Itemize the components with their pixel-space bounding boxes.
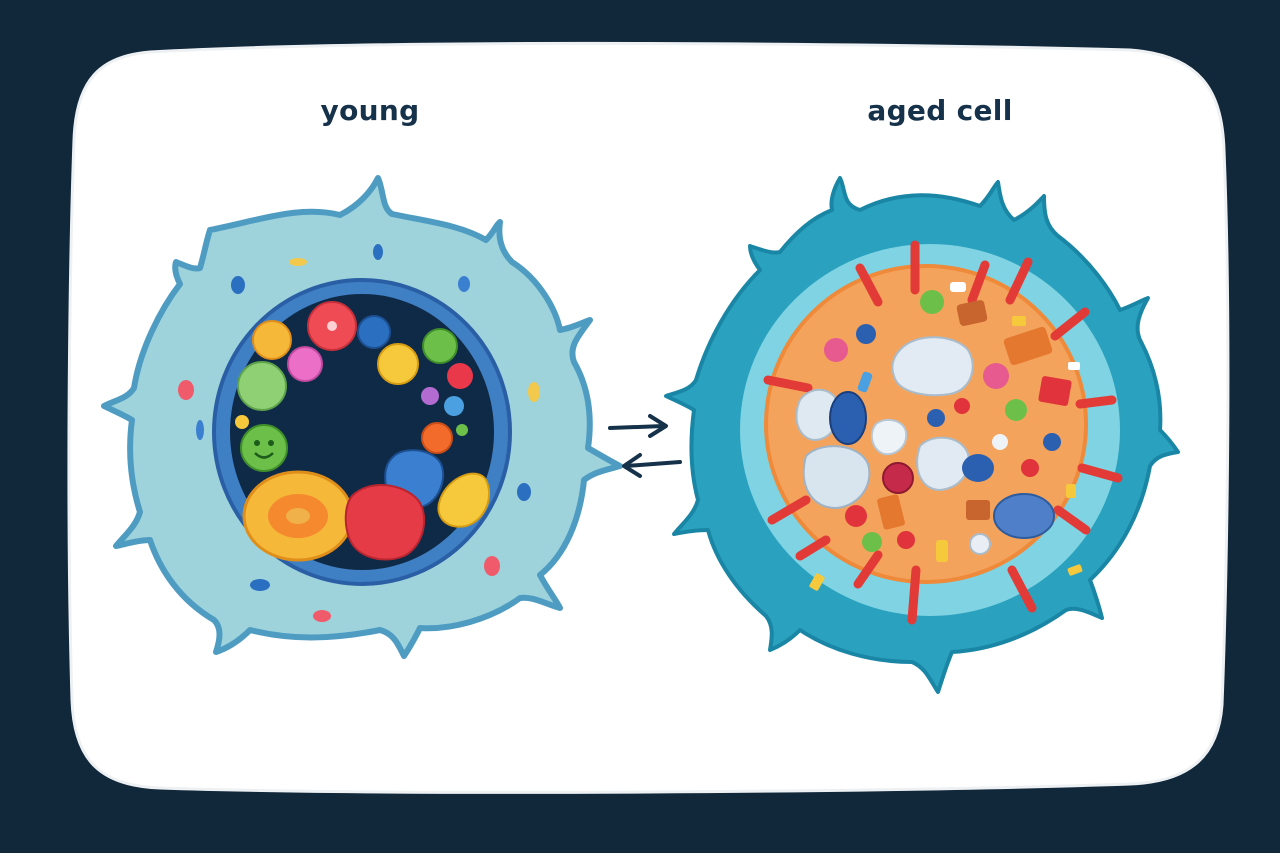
vesicle: [528, 382, 540, 402]
organelle: [252, 320, 292, 360]
organelle: [286, 508, 310, 524]
organelle: [456, 424, 468, 436]
vesicle: [178, 380, 194, 400]
arrow-left-icon: [622, 453, 682, 478]
organelle: [444, 396, 464, 416]
vesicle: [517, 483, 531, 501]
organelle: [344, 484, 426, 561]
organelle: [437, 472, 491, 528]
smile-eye: [254, 440, 260, 446]
debris: [802, 445, 871, 510]
debris: [962, 454, 994, 482]
young-cell: [101, 175, 623, 659]
debris: [1067, 564, 1083, 576]
organelle: [421, 422, 453, 454]
organelle: [327, 321, 337, 331]
debris: [882, 462, 914, 494]
debris: [1038, 376, 1072, 406]
debris: [966, 500, 990, 520]
organelle: [422, 328, 458, 364]
vesicle: [250, 579, 270, 591]
debris: [1012, 316, 1026, 326]
organelle: [235, 415, 249, 429]
debris: [897, 531, 915, 549]
vesicle: [484, 556, 500, 576]
aged-cell-label: aged cell: [867, 94, 1013, 127]
organelle: [357, 315, 391, 349]
vesicle: [196, 420, 204, 440]
vesicle: [231, 276, 245, 294]
debris: [1003, 326, 1053, 366]
organelle: [377, 343, 419, 385]
debris: [956, 300, 988, 326]
debris: [1066, 484, 1076, 498]
debris: [969, 533, 991, 555]
organelle: [421, 387, 439, 405]
organelle: [237, 361, 287, 411]
debris: [829, 391, 867, 445]
debris: [993, 493, 1055, 539]
debris: [845, 505, 867, 527]
debris: [862, 532, 882, 552]
smile-eye: [268, 440, 274, 446]
debris: [891, 336, 974, 397]
arrow-right-icon: [608, 414, 668, 438]
smile-mouth: [254, 452, 274, 459]
aged-cell: [664, 176, 1180, 694]
debris: [920, 290, 944, 314]
debris: [856, 324, 876, 344]
debris: [927, 409, 945, 427]
debris: [824, 338, 848, 362]
vesicle: [373, 244, 383, 260]
young-cell-label: young: [320, 94, 420, 127]
organelle: [287, 346, 323, 382]
debris: [936, 540, 948, 562]
aged-spikes: [763, 240, 1123, 625]
debris: [877, 494, 905, 530]
debris: [983, 363, 1009, 389]
debris: [1005, 399, 1027, 421]
exchange-arrows: [608, 414, 682, 478]
vesicle: [289, 258, 307, 266]
debris: [809, 573, 825, 591]
debris: [950, 282, 966, 292]
vesicle: [313, 610, 331, 622]
debris: [916, 436, 970, 492]
debris: [1043, 433, 1061, 451]
debris: [992, 434, 1008, 450]
debris: [1021, 459, 1039, 477]
debris: [857, 371, 873, 393]
organelle: [447, 363, 473, 389]
vesicle: [458, 276, 470, 292]
debris: [954, 398, 970, 414]
organelle: [240, 424, 288, 472]
debris: [1068, 362, 1080, 370]
debris: [870, 418, 908, 456]
